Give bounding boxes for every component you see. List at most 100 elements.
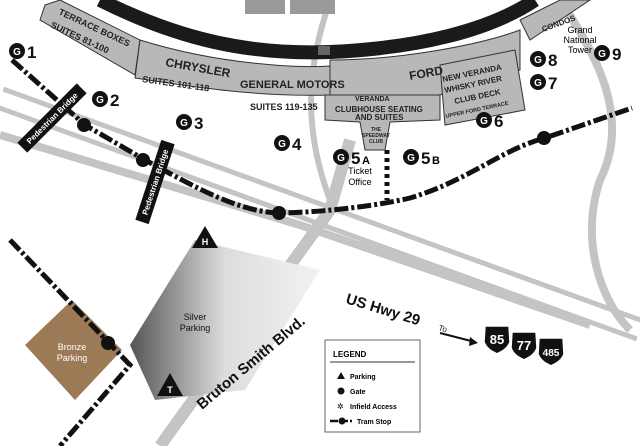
gate-icon — [9, 43, 25, 59]
gate-number: 8 — [548, 51, 557, 70]
parking-marker-t[interactable]: T — [157, 373, 183, 396]
gate-letter: G — [96, 95, 104, 106]
tram-stop-icon[interactable] — [77, 118, 91, 132]
gate-letter: G — [407, 153, 415, 164]
gate-icon — [176, 114, 192, 130]
tram-stop-icon[interactable] — [101, 336, 115, 350]
gate-number: 9 — [612, 45, 621, 64]
gate-suffix: B — [432, 155, 440, 167]
stand-clubhouse-label-2: AND SUITES — [355, 113, 404, 122]
interstate-number: 77 — [517, 338, 531, 353]
gate-letter: G — [480, 116, 488, 127]
interstate-number: 85 — [490, 332, 504, 347]
gate-icon — [274, 135, 290, 151]
ticket-office-label-2: Office — [348, 177, 371, 187]
to-label: To — [437, 323, 448, 334]
legend-tram: Tram Stop — [357, 419, 391, 426]
speedway-club-label-3: CLUB — [369, 139, 383, 145]
gate-icon — [594, 45, 610, 61]
grand-national-tower-label-3: Tower — [568, 45, 592, 55]
infield-building — [290, 0, 335, 14]
speedway-club-label-2: SPEEDWAY — [362, 133, 391, 139]
stand-veranda-block — [439, 49, 526, 126]
stand-condos — [519, 0, 591, 41]
marker-t-label: T — [167, 385, 173, 395]
interstate-shields: 85 77 485 — [483, 325, 565, 367]
infield-building — [245, 0, 285, 14]
gate-icon — [476, 112, 492, 128]
road-lower — [0, 131, 592, 329]
gate-icon — [337, 387, 345, 395]
gate-number: 2 — [110, 91, 119, 110]
tram-stops — [77, 118, 551, 350]
stand-suites-119-135-label: SUITES 119-135 — [250, 102, 318, 112]
stand-ford-label: FORD — [408, 63, 444, 83]
legend-gate: Gate — [350, 389, 366, 396]
gate-number: 5 — [421, 149, 430, 168]
interstate-shield-icon — [510, 331, 538, 361]
gate-suffix: A — [362, 155, 370, 167]
interstate-number: 485 — [543, 348, 560, 359]
interstate-shield-85: 85 — [483, 325, 511, 355]
speedway-club-label: THE — [371, 127, 382, 133]
silver-parking-lot[interactable] — [130, 240, 320, 400]
interstate-shield-77: 77 — [510, 331, 538, 361]
direction-arrow-icon — [439, 332, 476, 343]
gate-number: 3 — [194, 114, 203, 133]
interstate-shield-icon — [483, 325, 511, 355]
tram-route — [8, 58, 633, 446]
legend-parking: Parking — [350, 374, 376, 381]
gate-number: 4 — [292, 135, 302, 154]
ticket-office-label: Ticket — [348, 166, 372, 176]
marker-h-label: H — [202, 237, 209, 247]
interstate-shield-icon — [537, 337, 565, 367]
stand-clubhouse-label: CLUBHOUSE SEATING — [335, 105, 423, 114]
gate-icon — [333, 149, 349, 165]
gate-number: 1 — [27, 43, 36, 62]
gate-icon — [92, 91, 108, 107]
checkered-flag-icon — [318, 46, 330, 55]
stand-veranda-label: VERANDA — [355, 96, 390, 103]
interstate-shield-485: 485 — [537, 337, 565, 367]
tram-stop-icon[interactable] — [272, 206, 286, 220]
tram-stop-icon[interactable] — [537, 131, 551, 145]
gate-letter: G — [337, 153, 345, 164]
gate-letter: G — [180, 118, 188, 129]
bronze-parking-lot[interactable] — [25, 300, 122, 400]
gate-letter: G — [534, 55, 542, 66]
grandstands — [39, 0, 591, 151]
silver-parking-label: Silver — [184, 312, 207, 322]
legend-infield: Infield Access — [350, 404, 397, 411]
grand-national-tower-label-2: National — [563, 35, 596, 45]
us-hwy-29-label: US Hwy 29 — [344, 291, 422, 330]
infield-access-icon: ✲ — [337, 402, 344, 411]
gate-icon — [403, 149, 419, 165]
tram-stop-icon[interactable] — [136, 153, 150, 167]
road-east — [556, 0, 633, 333]
gate-icon — [530, 74, 546, 90]
gate-number: 6 — [494, 112, 503, 131]
tram-stop-dot-icon — [338, 417, 346, 425]
bronze-parking-label: Bronze — [58, 342, 87, 352]
gate-number: 7 — [548, 74, 557, 93]
legend: LEGEND Parking Gate ✲ Infield Access Tra… — [324, 339, 421, 433]
gate-letter: G — [278, 139, 286, 150]
silver-parking-label-2: Parking — [180, 323, 211, 333]
bronze-parking-label-2: Parking — [57, 353, 88, 363]
gate-letter: G — [13, 47, 21, 58]
parking-marker-h[interactable]: H — [192, 226, 218, 248]
gate-letter: G — [598, 49, 606, 60]
